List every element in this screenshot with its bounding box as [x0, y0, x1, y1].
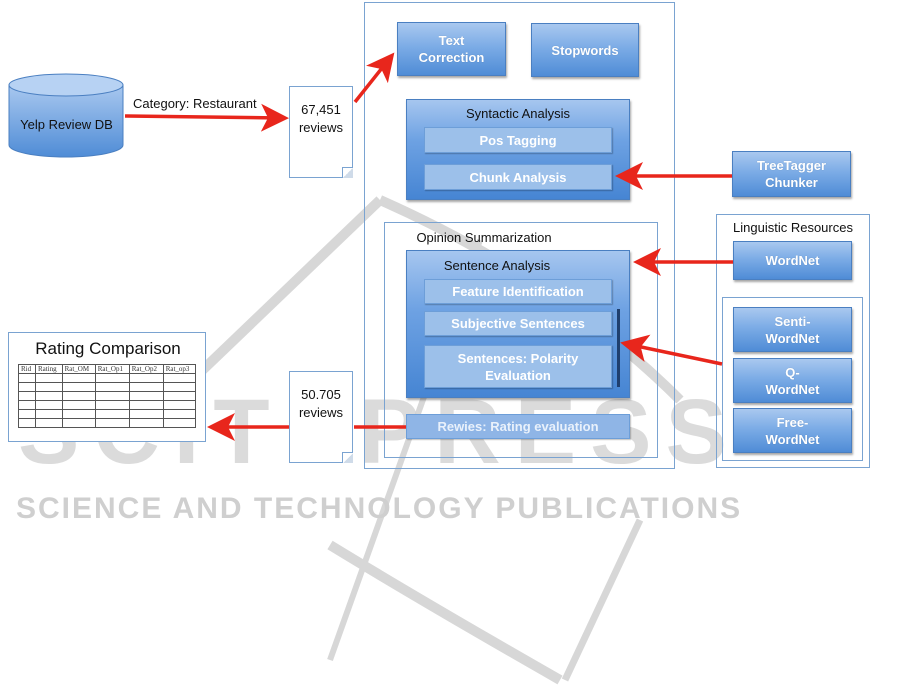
- yelp-review-db: Yelp Review DB: [8, 73, 125, 158]
- table-cell: [128, 391, 164, 401]
- linguistic-resources-frame: [716, 214, 870, 468]
- stopwords-box: Stopwords: [531, 23, 639, 77]
- table-cell: [162, 400, 197, 410]
- table-cell: [94, 418, 130, 428]
- table-cell: [18, 382, 36, 392]
- table-row: [18, 373, 197, 383]
- polarity-evaluation-box: Sentences: Polarity Evaluation: [424, 345, 612, 388]
- column-header: Rat_Op2: [128, 364, 164, 374]
- bracket-bar: [617, 309, 620, 387]
- table-cell: [61, 382, 96, 392]
- table-cell: [162, 373, 197, 383]
- table-cell: [34, 418, 63, 428]
- table-row: [18, 400, 197, 410]
- filter-label: Category: Restaurant: [133, 96, 257, 111]
- table-cell: [18, 418, 36, 428]
- table-cell: [34, 409, 63, 419]
- column-header: Rat_op3: [162, 364, 197, 374]
- table-row: [18, 391, 197, 401]
- table-cell: [61, 400, 96, 410]
- table-cell: [128, 373, 164, 383]
- table-cell: [61, 373, 96, 383]
- table-cell: [61, 418, 96, 428]
- pos-tagging-box: Pos Tagging: [424, 127, 612, 153]
- subjective-sentences-box: Subjective Sentences: [424, 311, 612, 336]
- table-cell: [18, 373, 36, 383]
- syntactic-analysis-group: Syntactic Analysis Pos Tagging Chunk Ana…: [406, 99, 630, 200]
- watermark-sub-text: SCIENCE AND TECHNOLOGY PUBLICATIONS: [16, 492, 743, 525]
- table-cell: [128, 382, 164, 392]
- table-cell: [18, 391, 36, 401]
- table-cell: [18, 400, 36, 410]
- db-label: Yelp Review DB: [20, 117, 113, 132]
- table-header-row: Rid Rating Rat_OM Rat_Op1 Rat_Op2 Rat_op…: [18, 364, 197, 374]
- table-cell: [34, 391, 63, 401]
- linguistic-resources-title: Linguistic Resources: [733, 220, 853, 235]
- wordnet-box: WordNet: [733, 241, 852, 280]
- chunk-analysis-box: Chunk Analysis: [424, 164, 612, 190]
- table-cell: [162, 391, 197, 401]
- opinion-summarization-title: Opinion Summarization: [416, 230, 552, 245]
- rating-comparison-panel: Rating Comparison Rid Rating Rat_OM Rat_…: [8, 332, 206, 442]
- table-cell: [128, 400, 164, 410]
- processing-frame: [364, 2, 675, 469]
- freewordnet-box: Free- WordNet: [733, 408, 852, 453]
- table-row: [18, 418, 197, 428]
- table-cell: [162, 418, 197, 428]
- text-correction-box: Text Correction: [397, 22, 506, 76]
- table-cell: [61, 391, 96, 401]
- rating-evaluation-box: Rewies: Rating evaluation: [406, 414, 630, 439]
- table-cell: [162, 409, 197, 419]
- rating-comparison-table: Rid Rating Rat_OM Rat_Op1 Rat_Op2 Rat_op…: [18, 364, 197, 428]
- database-icon: [8, 73, 124, 158]
- sentiment-resources-frame: [722, 297, 863, 461]
- output-reviews-unit: reviews: [298, 405, 344, 420]
- table-cell: [61, 409, 96, 419]
- sentiwordnet-box: Senti- WordNet: [733, 307, 852, 352]
- table-cell: [34, 373, 63, 383]
- column-header: Rat_OM: [61, 364, 96, 374]
- page-fold-icon: [342, 452, 353, 463]
- table-cell: [94, 400, 130, 410]
- output-reviews-count: 50.705: [301, 387, 341, 402]
- table-cell: [128, 409, 164, 419]
- syntactic-analysis-title: Syntactic Analysis: [465, 106, 571, 121]
- sentence-analysis-title: Sentence Analysis: [443, 258, 551, 273]
- table-cell: [18, 409, 36, 419]
- table-row: [18, 382, 197, 392]
- output-reviews-doc: 50.705 reviews: [289, 371, 353, 463]
- table-cell: [128, 418, 164, 428]
- table-cell: [34, 382, 63, 392]
- opinion-summarization-frame: [384, 222, 658, 458]
- input-reviews-unit: reviews: [298, 120, 344, 135]
- qwordnet-box: Q- WordNet: [733, 358, 852, 403]
- feature-identification-box: Feature Identification: [424, 279, 612, 304]
- column-header: Rat_Op1: [94, 364, 130, 374]
- treetagger-chunker-box: TreeTagger Chunker: [732, 151, 851, 197]
- table-cell: [94, 391, 130, 401]
- input-reviews-doc: 67,451 reviews: [289, 86, 353, 178]
- sentence-analysis-group: Sentence Analysis Feature Identification…: [406, 250, 630, 398]
- table-row: [18, 409, 197, 419]
- table-cell: [34, 400, 63, 410]
- table-cell: [162, 382, 197, 392]
- table-cell: [94, 382, 130, 392]
- table-cell: [94, 409, 130, 419]
- page-fold-icon: [342, 167, 353, 178]
- rating-comparison-title: Rating Comparison: [35, 339, 181, 358]
- column-header: Rating: [34, 364, 63, 374]
- column-header: Rid: [18, 364, 36, 374]
- table-cell: [94, 373, 130, 383]
- input-reviews-count: 67,451: [301, 102, 341, 117]
